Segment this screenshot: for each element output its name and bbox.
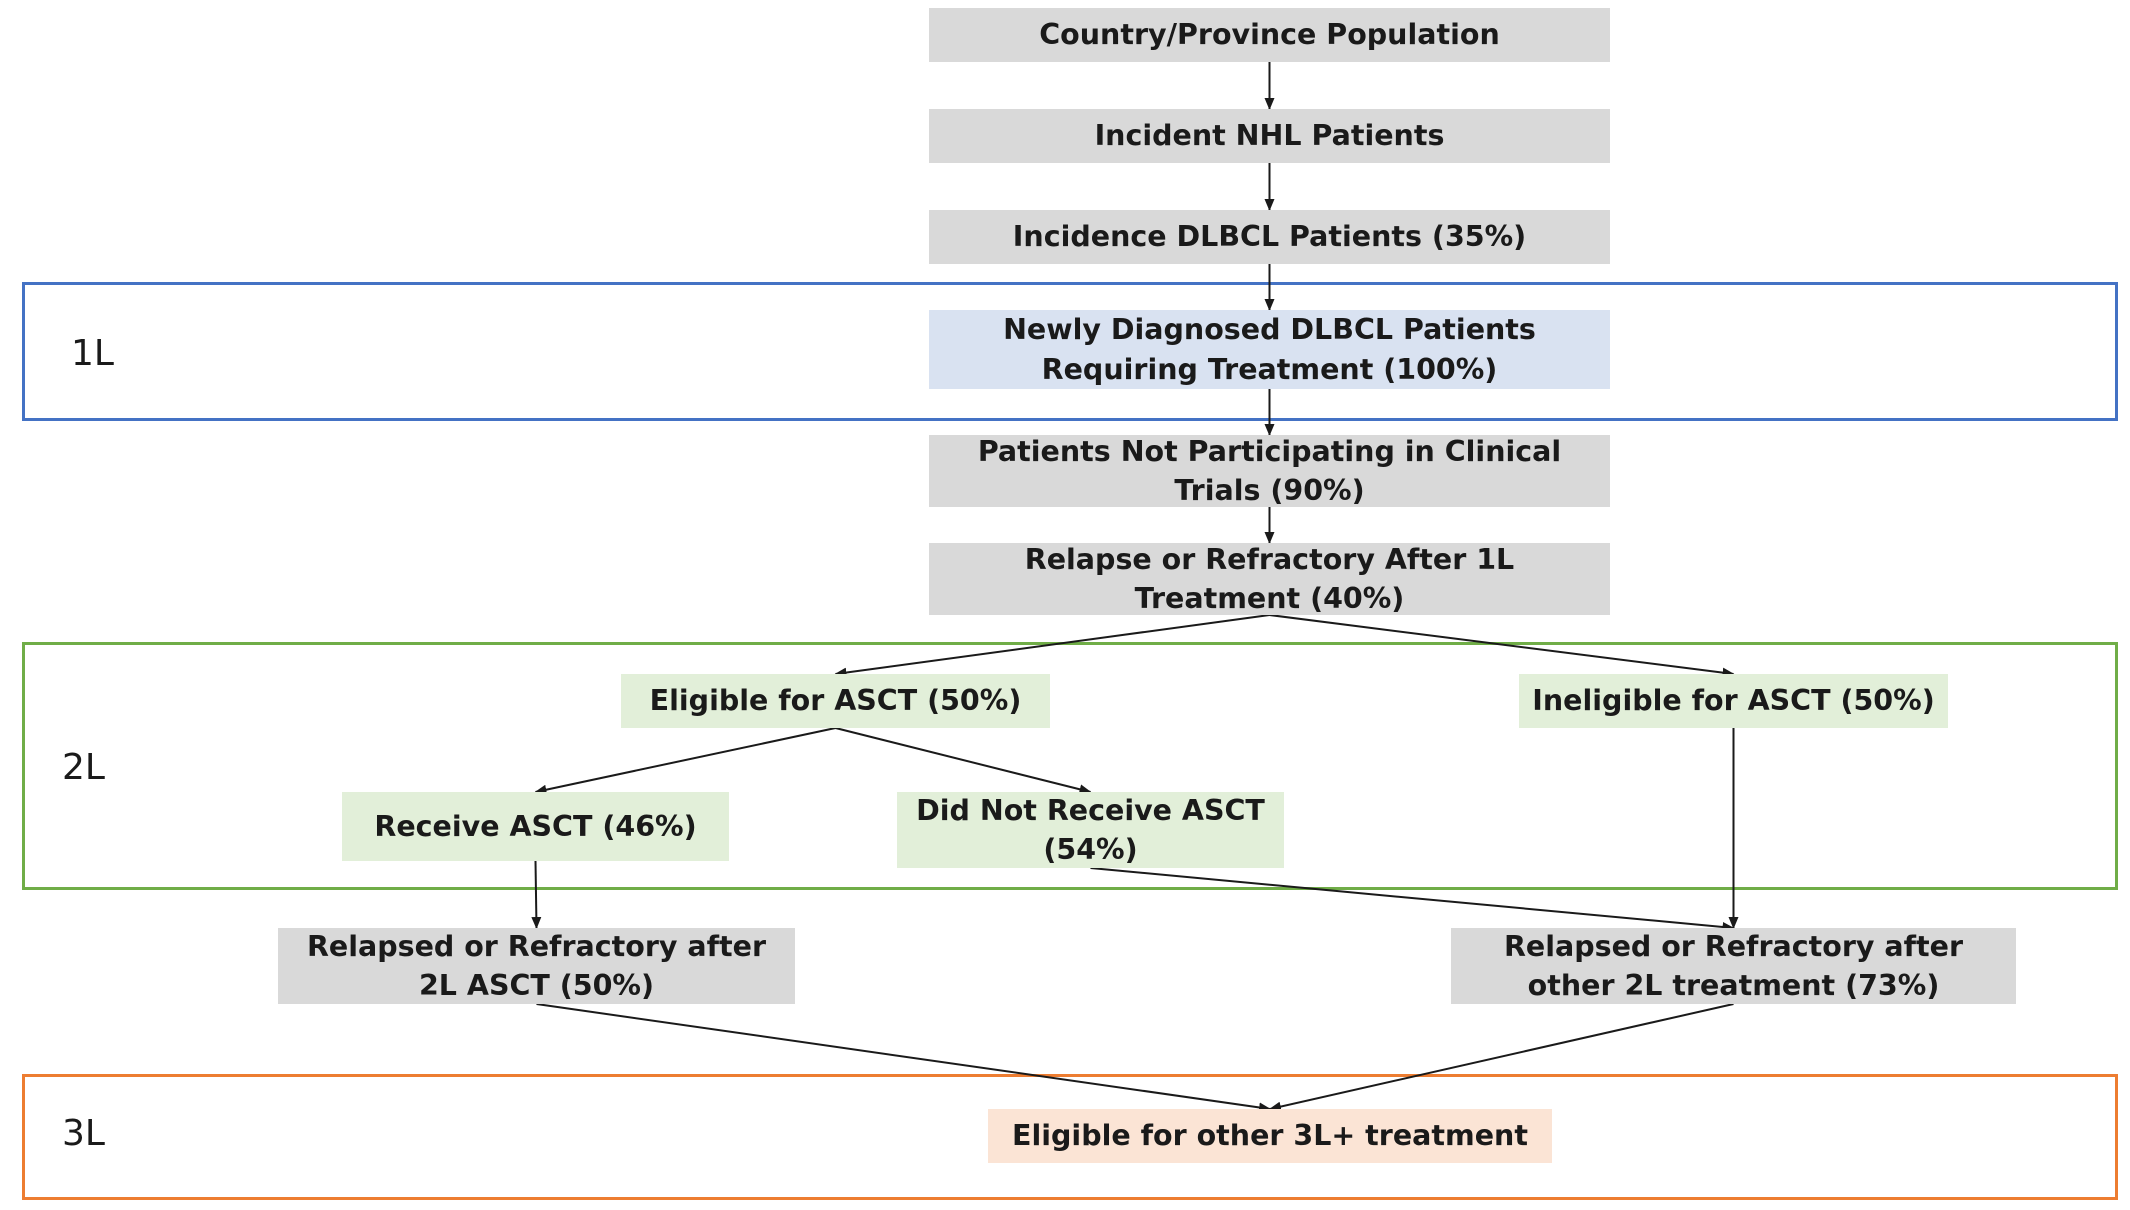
node-relapse-after-other-2l: Relapsed or Refractory after other 2L tr… bbox=[1451, 928, 2016, 1004]
node-population: Country/Province Population bbox=[929, 8, 1610, 62]
arrow-relapse_1l-to-eligible_asct bbox=[834, 614, 1270, 678]
node-did-not-receive-asct-label: Did Not Receive ASCT (54%) bbox=[916, 793, 1265, 866]
node-incident-nhl-label: Incident NHL Patients bbox=[1094, 119, 1445, 153]
node-receive-asct: Receive ASCT (46%) bbox=[342, 792, 729, 861]
arrow-relapse_1l-to-ineligible_asct bbox=[1269, 614, 1735, 678]
arrow-eligible_asct-to-not_receive_asct bbox=[835, 727, 1092, 795]
line-2l-frame bbox=[22, 642, 2118, 890]
node-eligible-3l-treatment: Eligible for other 3L+ treatment bbox=[988, 1109, 1552, 1163]
arrow-relapse_2l_asct-to-eligible_3l bbox=[536, 1003, 1271, 1113]
arrow-eligible_asct-to-receive_asct bbox=[534, 727, 836, 795]
node-eligible-asct: Eligible for ASCT (50%) bbox=[621, 674, 1050, 728]
node-newly-diagnosed: Newly Diagnosed DLBCL Patients Requiring… bbox=[929, 310, 1610, 389]
node-relapse-after-2l-asct-label: Relapsed or Refractory after 2L ASCT (50… bbox=[306, 929, 767, 1002]
arrow-relapse_2l_other-to-eligible_3l bbox=[1269, 1003, 1734, 1112]
node-relapse-after-1l-label: Relapse or Refractory After 1L Treatment… bbox=[1024, 542, 1515, 615]
node-incidence-dlbcl: Incidence DLBCL Patients (35%) bbox=[929, 210, 1610, 264]
node-ineligible-asct: Ineligible for ASCT (50%) bbox=[1519, 674, 1948, 728]
line-2l-label: 2L bbox=[62, 747, 105, 788]
node-relapse-after-2l-asct: Relapsed or Refractory after 2L ASCT (50… bbox=[278, 928, 795, 1004]
arrow-receive_asct-to-relapse_2l_asct bbox=[531, 860, 542, 929]
line-3l-label: 3L bbox=[62, 1113, 105, 1154]
node-incidence-dlbcl-label: Incidence DLBCL Patients (35%) bbox=[1012, 220, 1527, 254]
node-newly-diagnosed-label: Newly Diagnosed DLBCL Patients Requiring… bbox=[1003, 313, 1536, 386]
node-population-label: Country/Province Population bbox=[1039, 18, 1500, 52]
node-relapse-after-other-2l-label: Relapsed or Refractory after other 2L tr… bbox=[1503, 929, 1964, 1002]
node-receive-asct-label: Receive ASCT (46%) bbox=[374, 809, 697, 843]
node-eligible-asct-label: Eligible for ASCT (50%) bbox=[649, 684, 1022, 718]
node-not-in-clinical-trials-label: Patients Not Participating in Clinical T… bbox=[977, 434, 1562, 507]
node-not-in-clinical-trials: Patients Not Participating in Clinical T… bbox=[929, 435, 1610, 507]
node-did-not-receive-asct: Did Not Receive ASCT (54%) bbox=[897, 792, 1284, 868]
line-3l-frame bbox=[22, 1074, 2118, 1200]
arrow-not_receive_asct-to-relapse_2l_other bbox=[1090, 867, 1735, 932]
node-ineligible-asct-label: Ineligible for ASCT (50%) bbox=[1532, 684, 1935, 718]
node-eligible-3l-treatment-label: Eligible for other 3L+ treatment bbox=[1012, 1119, 1528, 1153]
node-incident-nhl: Incident NHL Patients bbox=[929, 109, 1610, 163]
line-1l-label: 1L bbox=[71, 333, 114, 374]
node-relapse-after-1l: Relapse or Refractory After 1L Treatment… bbox=[929, 543, 1610, 615]
line-1l-frame bbox=[22, 282, 2118, 421]
